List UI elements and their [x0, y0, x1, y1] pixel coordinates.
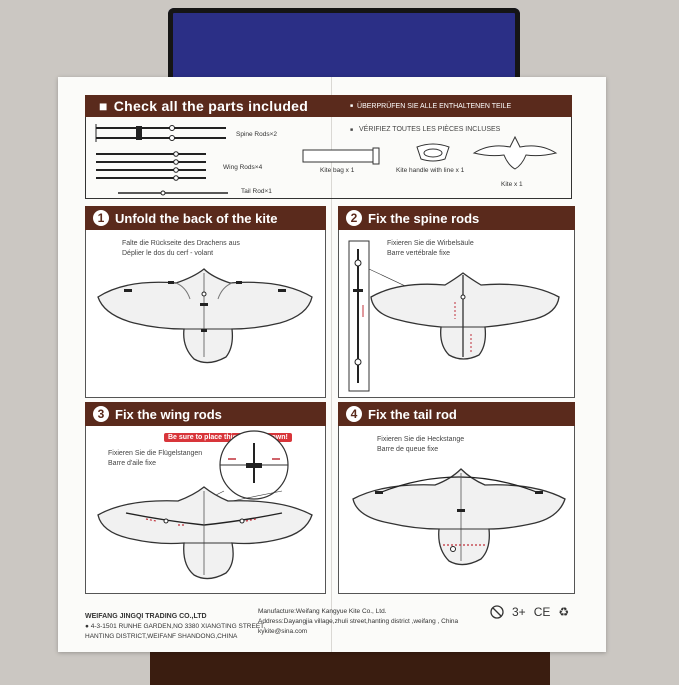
- step-1-panel: 1 Unfold the back of the kite Falte die …: [85, 206, 326, 398]
- wing-rods-label: Wing Rods×4: [223, 164, 263, 171]
- parts-title-de: ■ ÜBERPRÜFEN SIE ALLE ENTHALTENEN TEILE: [332, 95, 572, 117]
- manufacturer-email: kykite@sina.com: [258, 628, 308, 635]
- step-3-warning: Be sure to place this part as shown!: [164, 433, 292, 442]
- step-2-title: Fix the spine rods: [368, 210, 480, 226]
- company-name: WEIFANG JINGQI TRADING CO.,LTD: [85, 613, 207, 620]
- step-4-text-de: Fixieren Sie die Heckstange: [377, 436, 465, 443]
- no-small-children-icon: [490, 605, 504, 619]
- fold-line: [331, 77, 332, 652]
- step-4-panel: 4 Fix the tail rod Fixieren Sie die Heck…: [338, 402, 575, 594]
- step-4-number: 4: [346, 406, 362, 422]
- step-4-text: Fixieren Sie die Heckstange Barre de que…: [377, 435, 464, 455]
- step-3-text-fr: Barre d'aile fixe: [108, 460, 157, 467]
- company-info: WEIFANG JINGQI TRADING CO.,LTD ● 4-3-150…: [85, 612, 265, 642]
- spine-rods-label: Spine Rods×2: [236, 131, 278, 138]
- ce-mark: CE: [533, 605, 551, 619]
- step-1-text-de: Falte die Rückseite des Drachens aus: [122, 240, 240, 247]
- recycle-icon: ♻: [558, 605, 570, 619]
- company-address-line2: HANTING DISTRICT,WEIFANF SHANDONG,CHINA: [85, 633, 238, 640]
- bullet-icon: ■: [350, 103, 354, 109]
- step-2-number: 2: [346, 210, 362, 226]
- parts-title-de-text: ÜBERPRÜFEN SIE ALLE ENTHALTENEN TEILE: [357, 102, 512, 110]
- kite-label: Kite x 1: [501, 181, 523, 188]
- step-2-panel: 2 Fix the spine rods Fixieren Sie die Wi…: [338, 206, 575, 398]
- manufacturer-info: Manufacture:Weifang Kangyue Kite Co., Lt…: [258, 607, 458, 637]
- step-3-kite-illustration: [97, 430, 313, 580]
- certification-marks: 3+ CE ♻: [490, 605, 569, 619]
- company-address-line1: 4-3-1501 RUNHE GARDEN,NO 3380 XIANGTING …: [90, 623, 266, 630]
- step-3-title: Fix the wing rods: [115, 406, 222, 422]
- step-3-text: Fixieren Sie die Flügelstangen Barre d'a…: [108, 449, 202, 469]
- bullet-icon: ■: [350, 127, 354, 133]
- kite-icon: [472, 135, 558, 170]
- spine-rods-icon: [95, 124, 226, 142]
- parts-box: [85, 117, 572, 199]
- step-3-panel: 3 Fix the wing rods Be sure to place thi…: [85, 402, 326, 594]
- step-2-text-fr: Barre vertébrale fixe: [387, 250, 451, 257]
- tail-rod-label: Tail Rod×1: [241, 188, 272, 195]
- manufacturer-address: Address:Dayangjia village,zhuli street,h…: [258, 618, 459, 625]
- bullet-icon: ■: [99, 98, 108, 114]
- step-2-text-de: Fixieren Sie die Wirbelsäule: [387, 240, 474, 247]
- parts-title-text: Check all the parts included: [113, 98, 309, 114]
- step-1-text-fr: Déplier le dos du cerf - volant: [122, 250, 214, 257]
- step-3-number: 3: [93, 406, 109, 422]
- step-4-kite-illustration: [352, 468, 566, 566]
- step-1-kite-illustration: [97, 268, 313, 364]
- parts-title-fr-text: VÉRIFIEZ TOUTES LES PIÈCES INCLUSES: [358, 126, 501, 133]
- step-3-text-de: Fixieren Sie die Flügelstangen: [108, 450, 203, 457]
- step-1-number: 1: [93, 210, 109, 226]
- kite-bag-label: Kite bag x 1: [320, 167, 355, 174]
- parts-title: ■ Check all the parts included: [85, 95, 332, 117]
- step-1-title: Unfold the back of the kite: [115, 210, 278, 226]
- location-icon: ●: [85, 623, 89, 630]
- step-1-text: Falte die Rückseite des Drachens aus Dép…: [122, 239, 240, 259]
- step-4-header: 4 Fix the tail rod: [338, 402, 575, 426]
- step-2-kite-illustration: [348, 240, 560, 392]
- wing-rods-icon: [96, 151, 206, 181]
- age-rating: 3+: [512, 605, 526, 619]
- step-4-title: Fix the tail rod: [368, 406, 457, 422]
- tail-rod-icon: [118, 190, 228, 196]
- step-3-header: 3 Fix the wing rods: [85, 402, 326, 426]
- step-1-header: 1 Unfold the back of the kite: [85, 206, 326, 230]
- kite-bag-icon: [302, 147, 380, 165]
- instruction-sheet: ■ Check all the parts included ■ ÜBERPRÜ…: [58, 77, 606, 652]
- kite-handle-label: Kite handle with line x 1: [396, 167, 465, 174]
- step-2-text: Fixieren Sie die Wirbelsäule Barre verté…: [387, 239, 474, 259]
- step-4-text-fr: Barre de queue fixe: [377, 446, 439, 453]
- parts-title-fr: ■ VÉRIFIEZ TOUTES LES PIÈCES INCLUSES: [350, 126, 500, 133]
- step-2-header: 2 Fix the spine rods: [338, 206, 575, 230]
- kite-handle-icon: [416, 143, 450, 162]
- manufacturer: Manufacture:Weifang Kangyue Kite Co., Lt…: [258, 608, 387, 615]
